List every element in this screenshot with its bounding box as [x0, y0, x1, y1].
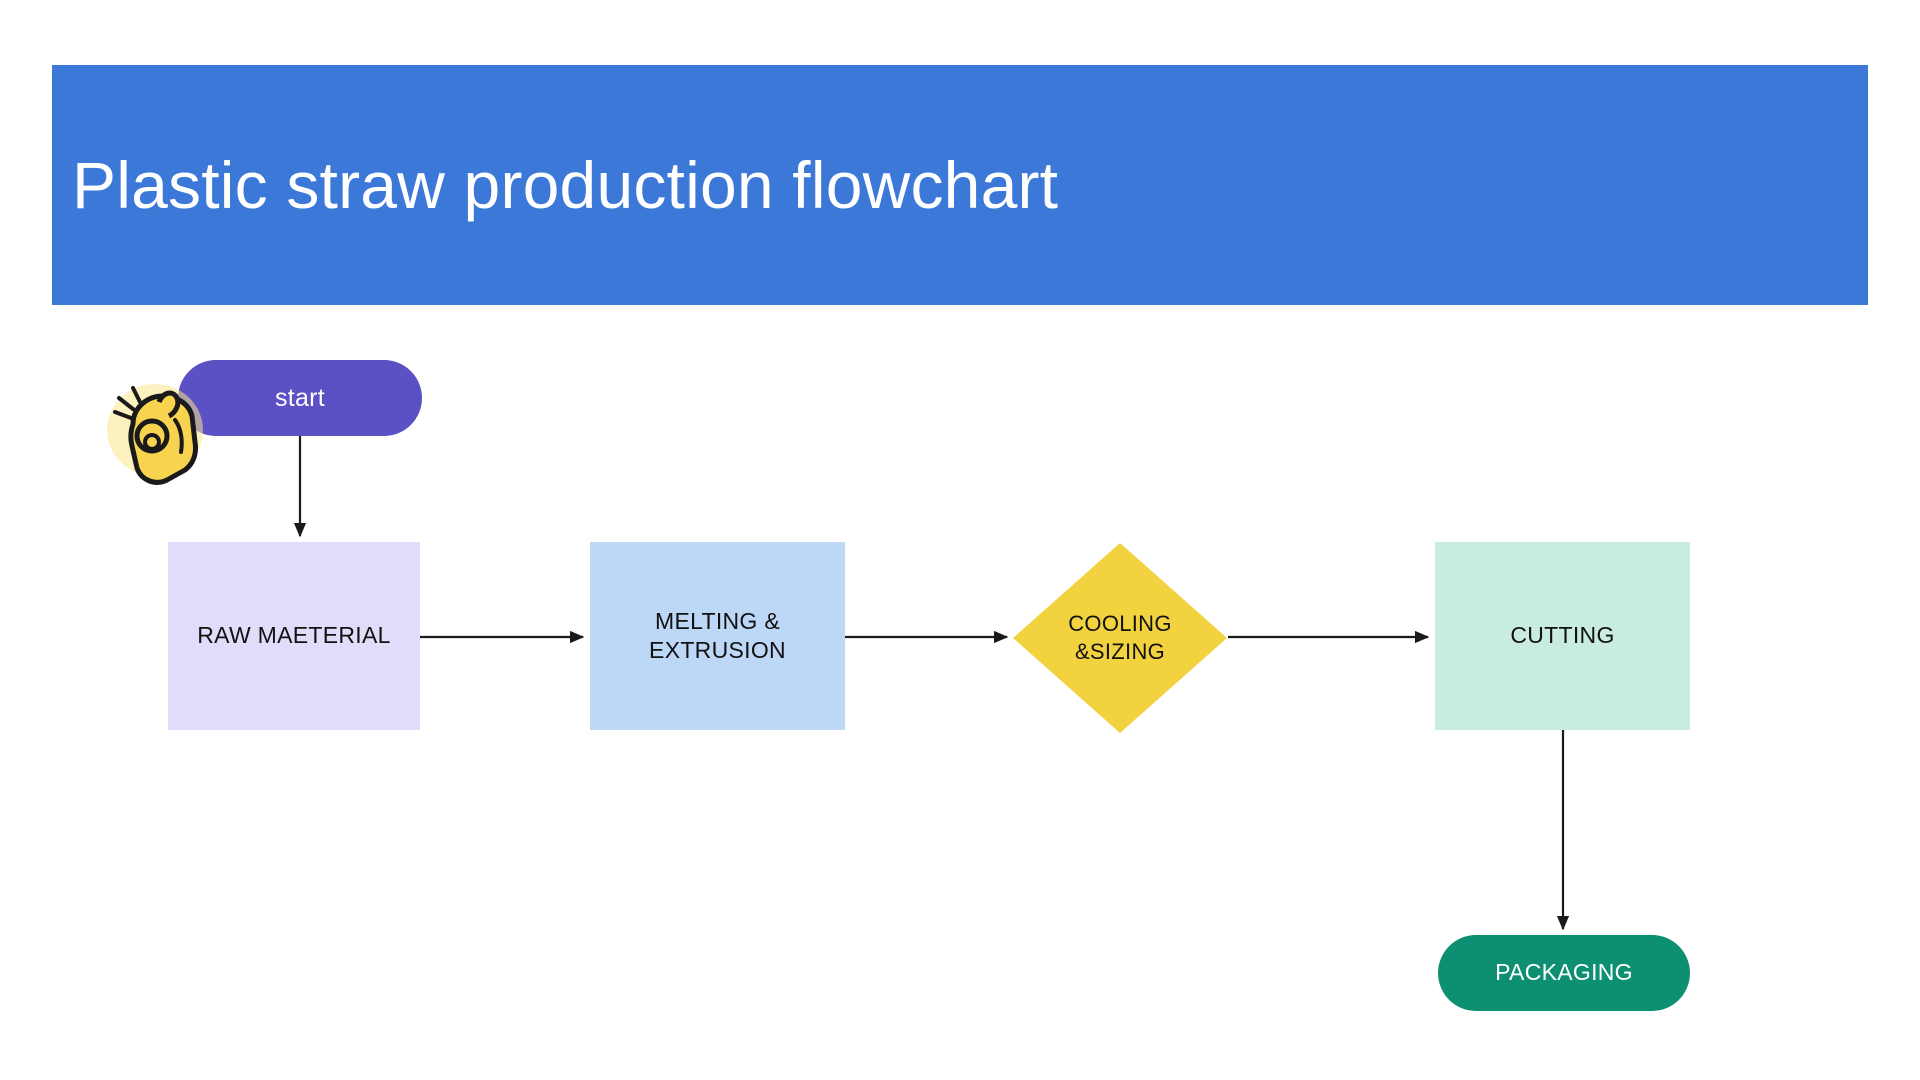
flow-node-raw-material-label: RAW MAETERIAL: [197, 622, 391, 649]
title-banner: Plastic straw production flowchart: [52, 65, 1868, 305]
flow-node-cutting[interactable]: CUTTING: [1435, 542, 1690, 730]
ok-hand-icon: [107, 384, 203, 485]
flow-node-cutting-label: CUTTING: [1510, 622, 1615, 649]
flow-node-start[interactable]: start: [178, 360, 422, 436]
diamond-shape: [1013, 543, 1227, 733]
flow-node-packaging[interactable]: PACKAGING: [1438, 935, 1690, 1011]
page-title: Plastic straw production flowchart: [72, 148, 1059, 222]
flow-node-packaging-label: PACKAGING: [1495, 959, 1633, 986]
flow-node-melting-extrusion-label: MELTING & EXTRUSION: [649, 607, 786, 663]
flow-node-cooling-sizing[interactable]: COOLING &SIZING: [1013, 543, 1227, 733]
flow-node-start-label: start: [274, 384, 326, 412]
flow-node-raw-material[interactable]: RAW MAETERIAL: [168, 542, 420, 730]
flow-node-cooling-sizing-label: COOLING &SIZING: [1068, 610, 1172, 664]
flow-node-melting-extrusion[interactable]: MELTING & EXTRUSION: [590, 542, 845, 730]
